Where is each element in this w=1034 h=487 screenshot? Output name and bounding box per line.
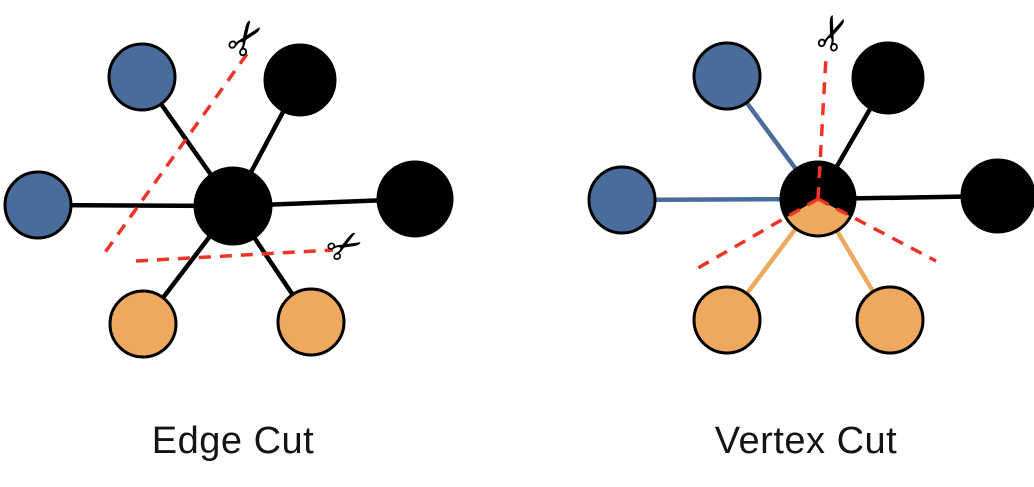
scissors-icon: ✂: [801, 6, 865, 61]
vertex-cut-node-top-right: [851, 41, 925, 115]
edge-cut-node-bottom-left: [108, 289, 178, 359]
edge-cut-node-left: [3, 170, 73, 240]
edge-cut-node-right: [376, 160, 454, 238]
edge-cut-cut-line-2: [135, 248, 334, 263]
vertex-cut-group: ✂: [587, 6, 1034, 355]
vertex-cut-cut-line-3: [817, 197, 937, 263]
vertex-cut-node-bottom-left: [692, 285, 762, 355]
edge-cut-group: ✂✂: [3, 7, 454, 359]
vertex-cut-label: Vertex Cut: [714, 420, 898, 462]
vertex-cut-node-top-left: [692, 41, 762, 111]
edge-cut-label: Edge Cut: [151, 420, 315, 462]
edge-cut-node-top-left: [107, 42, 177, 112]
edge-cut-center-node: [193, 166, 273, 246]
vertex-cut-node-left: [587, 165, 657, 235]
scissors-icon: ✂: [213, 7, 279, 70]
vertex-cut-vertex-wedge: [787, 199, 850, 235]
vertex-cut-cut-line-2: [697, 197, 819, 270]
vertex-cut-node-bottom-right: [855, 285, 925, 355]
vertex-cut-cut-line-1: [816, 56, 828, 200]
edge-cut-node-bottom-right: [276, 287, 346, 357]
vertex-cut-node-right: [960, 158, 1034, 234]
scissors-icon: ✂: [318, 216, 373, 276]
edge-cut-node-top-right: [263, 43, 337, 117]
